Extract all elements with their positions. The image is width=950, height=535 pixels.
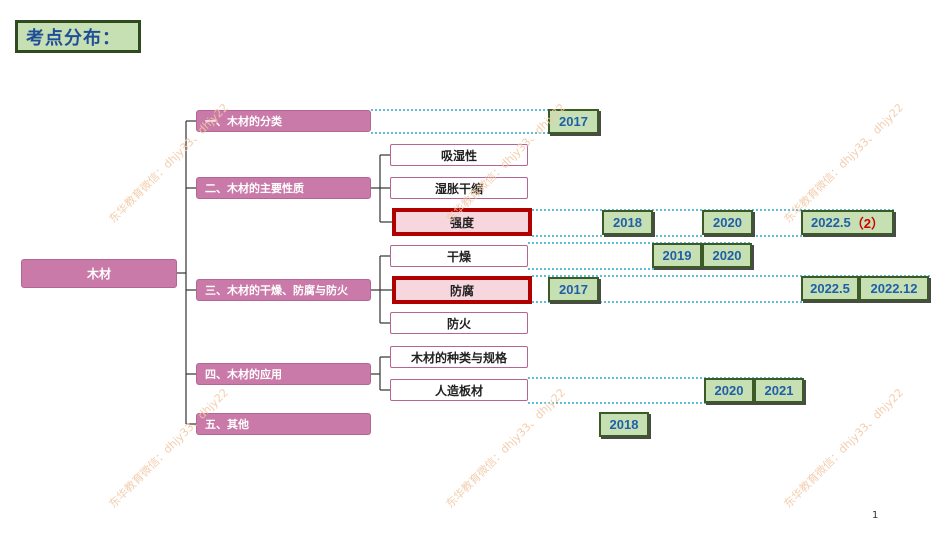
leaf-wood-panels: 人造板材 <box>390 379 528 401</box>
year-tag: 2020 <box>702 210 753 235</box>
year-tag: 2020 <box>704 378 754 403</box>
root-node: 木材 <box>21 259 177 288</box>
year-tag: 2019 <box>652 243 702 268</box>
leaf-hygroscopicity: 吸湿性 <box>390 144 528 166</box>
leaf-fireproofing: 防火 <box>390 312 528 334</box>
leaf-strength: 强度 <box>392 208 532 236</box>
year-tag: 2018 <box>599 412 649 437</box>
branch-application: 四、木材的应用 <box>196 363 371 385</box>
page-number: 1 <box>872 510 879 521</box>
branch-classification: 一、木材的分类 <box>196 110 371 132</box>
year-tag: 2021 <box>754 378 804 403</box>
branch-drying-preservation: 三、木材的干燥、防腐与防火 <box>196 279 371 301</box>
year-tag-text: 2022.5 <box>811 215 851 230</box>
year-tag: 2022.5 <box>801 276 859 301</box>
year-tag: 2017 <box>548 109 599 134</box>
branch-properties: 二、木材的主要性质 <box>196 177 371 199</box>
year-tag-note: （2） <box>850 216 884 231</box>
leaf-swelling-shrinkage: 湿胀干缩 <box>390 177 528 199</box>
year-tag: 2022.12 <box>859 276 929 301</box>
branch-others: 五、其他 <box>196 413 371 435</box>
year-tag: 2022.5（2） <box>801 210 894 235</box>
leaf-drying: 干燥 <box>390 245 528 267</box>
leaf-preservation: 防腐 <box>392 276 532 304</box>
year-tag: 2020 <box>702 243 752 268</box>
year-tag: 2018 <box>602 210 653 235</box>
leaf-wood-types: 木材的种类与规格 <box>390 346 528 368</box>
page-title: 考点分布： <box>15 20 141 53</box>
year-tag: 2017 <box>548 277 599 302</box>
